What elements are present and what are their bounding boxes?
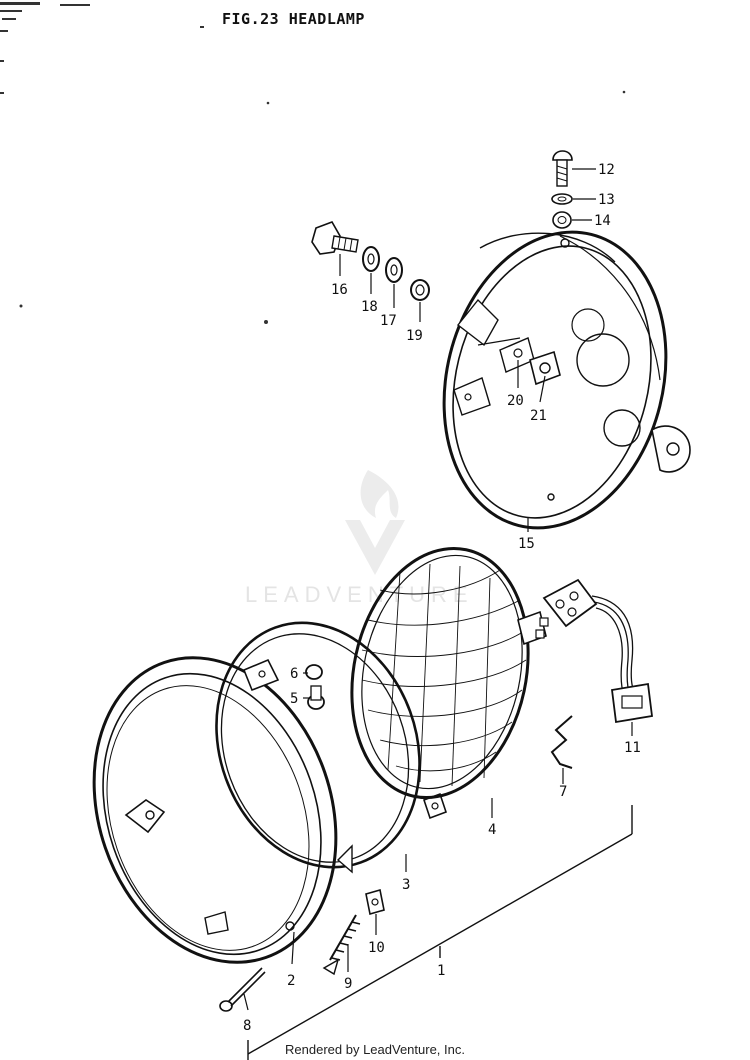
callout-4: 4 (488, 822, 496, 838)
washer-6 (305, 664, 323, 680)
collar-19 (410, 279, 430, 301)
callout-11: 11 (624, 740, 641, 756)
callout-1: 1 (437, 963, 445, 979)
assembly-bracket-1 (247, 805, 633, 1060)
callout-15: 15 (518, 536, 535, 552)
callout-labels: 1 2 3 4 5 6 7 8 9 10 11 12 13 14 15 16 1… (243, 162, 641, 1034)
callout-20: 20 (507, 393, 524, 409)
screw-8 (219, 967, 266, 1012)
callout-19: 19 (406, 328, 423, 344)
callout-7: 7 (559, 784, 567, 800)
callout-17: 17 (380, 313, 397, 329)
figure-title: FIG.23 HEADLAMP (222, 10, 365, 28)
callout-9: 9 (344, 976, 352, 992)
callout-2: 2 (287, 973, 295, 989)
headlamp-housing-15 (442, 230, 691, 530)
nut-14 (552, 211, 572, 229)
render-credit-footer: Rendered by LeadVenture, Inc. (285, 1042, 465, 1057)
headlamp-socket-11 (542, 578, 654, 724)
callout-8: 8 (243, 1018, 251, 1034)
sealed-beam-unit-4 (350, 546, 549, 800)
lens-pattern (361, 563, 527, 787)
headlamp-rim-2 (92, 656, 338, 964)
leadventure-watermark: LEADVENTURE (245, 470, 474, 607)
watermark-text: LEADVENTURE (245, 582, 474, 607)
callout-12: 12 (598, 162, 615, 178)
callout-13: 13 (598, 192, 615, 208)
callout-16: 16 (331, 282, 348, 298)
callout-6: 6 (290, 666, 298, 682)
lock-washer-18 (362, 246, 380, 272)
mounting-ring-3 (215, 621, 448, 874)
callout-18: 18 (361, 299, 378, 315)
callout-5: 5 (290, 691, 298, 707)
callout-14: 14 (594, 213, 611, 229)
screw-5 (307, 685, 325, 710)
washer-13 (551, 193, 573, 205)
clip-7 (550, 715, 573, 769)
callout-21: 21 (530, 408, 547, 424)
adjusting-spring-9 (322, 914, 361, 976)
screw-12 (552, 150, 573, 187)
bolt-16 (311, 221, 359, 255)
callout-10: 10 (368, 940, 385, 956)
nut-10 (365, 888, 385, 916)
scan-noise (0, 2, 626, 324)
callout-3: 3 (402, 877, 410, 893)
washer-17 (385, 257, 403, 283)
leader-lines (243, 168, 633, 1011)
